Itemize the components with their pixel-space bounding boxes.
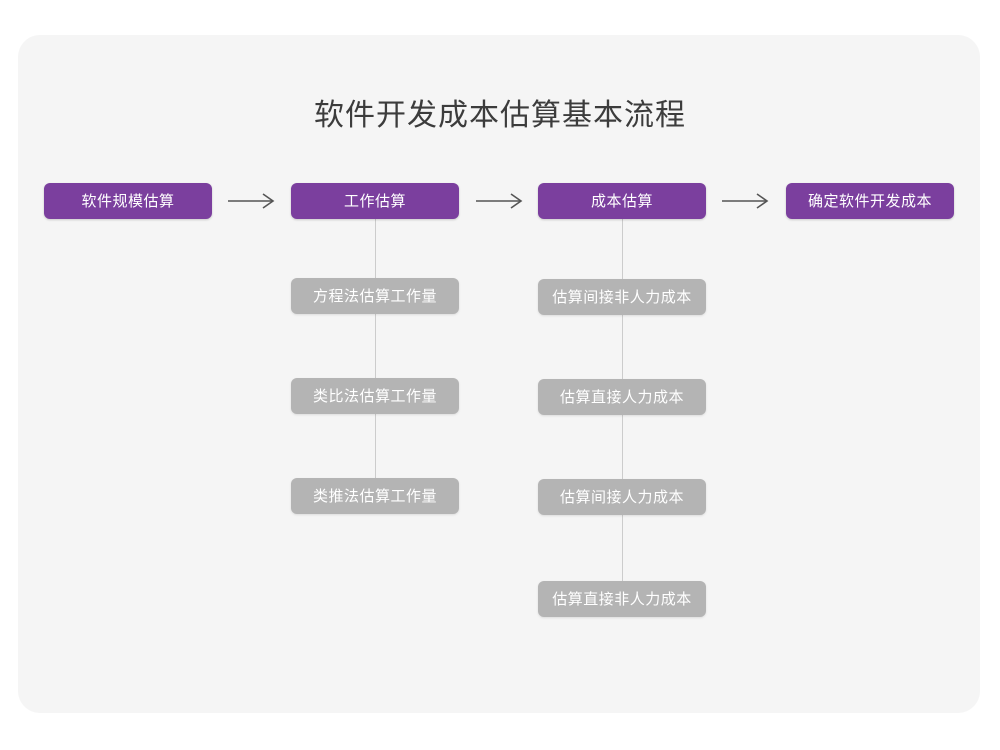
flow-node-step-2[interactable]: 工作估算 [291, 183, 459, 219]
sub-node-column-3-3[interactable]: 估算间接人力成本 [538, 479, 706, 515]
sub-node-column-2-1[interactable]: 方程法估算工作量 [291, 278, 459, 314]
right-arrow-icon-3 [722, 191, 770, 211]
page-title: 软件开发成本估算基本流程 [314, 98, 686, 133]
sub-node-column-2-3[interactable]: 类推法估算工作量 [291, 478, 459, 514]
right-arrow-icon-1 [228, 191, 276, 211]
sub-node-column-3-1[interactable]: 估算间接非人力成本 [538, 279, 706, 315]
flow-node-step-1[interactable]: 软件规模估算 [44, 183, 212, 219]
sub-node-column-3-4[interactable]: 估算直接非人力成本 [538, 581, 706, 617]
sub-node-column-2-2[interactable]: 类比法估算工作量 [291, 378, 459, 414]
flow-node-step-3[interactable]: 成本估算 [538, 183, 706, 219]
right-arrow-icon-2 [476, 191, 524, 211]
flow-node-step-4[interactable]: 确定软件开发成本 [786, 183, 954, 219]
connector-line-column-2 [375, 219, 376, 478]
diagram-card [18, 35, 980, 713]
sub-node-column-3-2[interactable]: 估算直接人力成本 [538, 379, 706, 415]
